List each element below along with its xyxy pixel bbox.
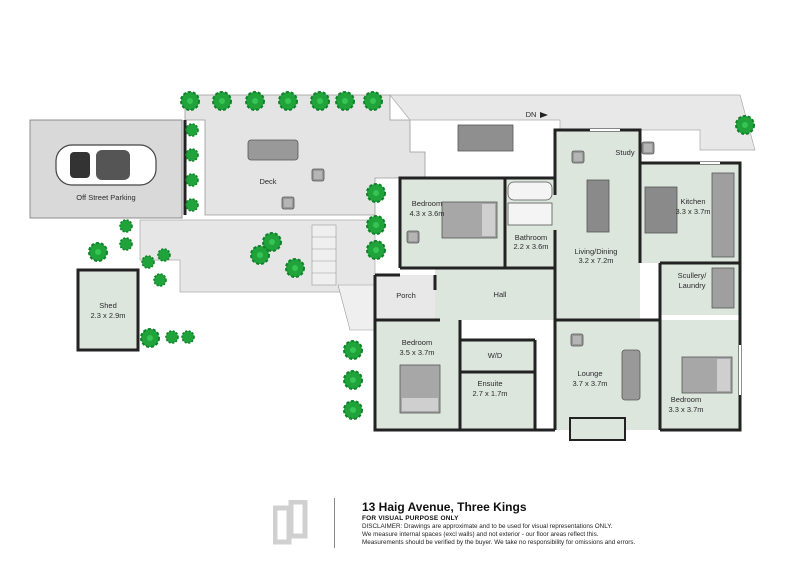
parking-label: Off Street Parking [76,193,135,202]
bay-window [569,417,626,441]
shed-label: Shed [99,301,117,310]
deck-sofa [247,139,299,161]
deck-chair [281,196,295,210]
bedroom2-label: Bedroom [402,338,432,347]
path-area [139,219,376,326]
disclaimer: DISCLAIMER: Drawings are approximate and… [362,523,722,548]
porch-room [375,275,435,320]
company-logo [272,499,309,551]
bedroom1-size: 4.3 x 3.6m [409,209,444,218]
ensuite-size: 2.7 x 1.7m [472,389,507,398]
shed-size: 2.3 x 2.9m [90,311,125,320]
deck-chair [311,168,325,182]
bedroom-chair [406,230,420,244]
deck-label: Deck [259,177,276,186]
deck-area [184,94,426,216]
dining-table [586,179,610,233]
kitchen-label: Kitchen [680,197,705,206]
wd-room [460,340,535,372]
walls [183,120,742,432]
study-label: Study [615,148,634,157]
disclaimer-line: Measurements should be verified by the b… [362,539,636,547]
bathroom-label: Bathroom [515,233,548,242]
lounge-size: 3.7 x 3.7m [572,379,607,388]
side-path [389,94,756,151]
bedroom1-label: Bedroom [412,199,442,208]
laundry-label: Laundry [678,281,705,290]
bathroom-size: 2.2 x 3.6m [513,242,548,251]
entry-steps [311,224,337,286]
bedroom3-size: 3.3 x 3.7m [668,405,703,414]
bedroom2-size: 3.5 x 3.7m [399,348,434,357]
kitchen-bench [711,172,735,258]
laundry-bench [711,267,735,309]
porch-label: Porch [396,291,416,300]
lounge-sofa [621,349,641,401]
hall-label: Hall [494,290,507,299]
shed-room [76,268,140,352]
ensuite-room [460,372,535,430]
kitchen-size: 3.3 x 3.7m [675,207,710,216]
lounge-chair [570,333,584,347]
dn-arrow-icon [540,112,548,118]
disclaimer-line: DISCLAIMER: Drawings are approximate and… [362,523,613,530]
lounge-label: Lounge [577,369,602,378]
bathtub [507,181,553,201]
study-chair [641,141,655,155]
visual-purpose-note: FOR VISUAL PURPOSE ONLY [362,515,459,522]
living-label: Living/Dining [575,247,618,256]
car [55,144,157,186]
kitchen-island [644,186,678,234]
shower [507,202,553,226]
bedroom3-label: Bedroom [671,395,701,404]
property-address: 13 Haig Avenue, Three Kings [362,500,527,514]
disclaimer-line: We measure internal spaces (excl walls) … [362,531,599,539]
wd-label: W/D [488,351,503,360]
scullery-label: Scullery/ [678,271,708,280]
footer-divider [334,498,335,548]
study-chair [571,150,585,164]
hall-room [435,268,555,320]
dn-marker: DN [526,110,537,119]
ensuite-label: Ensuite [477,379,502,388]
outdoor-table [457,124,514,152]
porch-steps [337,284,376,331]
living-size: 3.2 x 7.2m [578,256,613,265]
